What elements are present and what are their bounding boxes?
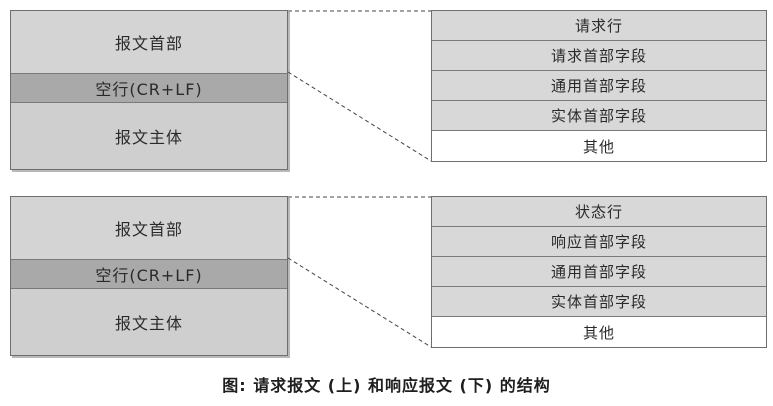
request-connector-bottom (287, 71, 432, 162)
response-message-body: 报文主体 (11, 289, 287, 355)
request-header-fields: 请求行 请求首部字段 通用首部字段 实体首部字段 其他 (431, 10, 767, 162)
response-header-fields: 状态行 响应首部字段 通用首部字段 实体首部字段 其他 (431, 196, 767, 348)
response-field-item: 其他 (432, 317, 766, 347)
response-field-item: 状态行 (432, 197, 766, 227)
response-message-header: 报文首部 (11, 197, 287, 259)
response-connector-bottom (287, 257, 432, 348)
response-field-item: 通用首部字段 (432, 257, 766, 287)
response-message-block: 报文首部 空行(CR+LF) 报文主体 (10, 196, 288, 356)
request-field-item: 实体首部字段 (432, 101, 766, 131)
response-empty-line: 空行(CR+LF) (11, 259, 287, 289)
response-field-item: 响应首部字段 (432, 227, 766, 257)
request-field-item: 请求行 (432, 11, 766, 41)
request-message-body: 报文主体 (11, 103, 287, 169)
request-field-item: 其他 (432, 131, 766, 161)
request-empty-line: 空行(CR+LF) (11, 73, 287, 103)
response-field-item: 实体首部字段 (432, 287, 766, 317)
request-field-item: 通用首部字段 (432, 71, 766, 101)
request-message-header: 报文首部 (11, 11, 287, 73)
request-field-item: 请求首部字段 (432, 41, 766, 71)
request-message-block: 报文首部 空行(CR+LF) 报文主体 (10, 10, 288, 170)
figure-caption: 图: 请求报文 (上) 和响应报文 (下) 的结构 (222, 376, 551, 395)
